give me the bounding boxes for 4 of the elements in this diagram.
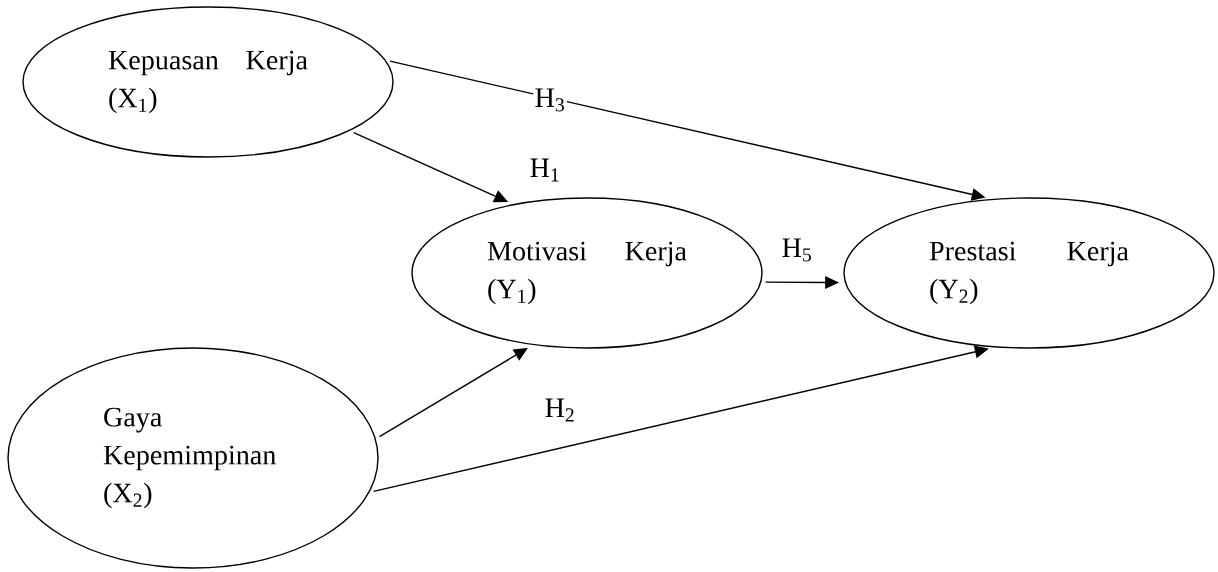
edge-label: H$_{5}$ (780, 237, 814, 263)
edge-label: H$_{3}$ (533, 87, 567, 113)
edge-label: H$_{2}$ (543, 397, 577, 423)
edge-label: H$_{1}$ (528, 157, 562, 183)
